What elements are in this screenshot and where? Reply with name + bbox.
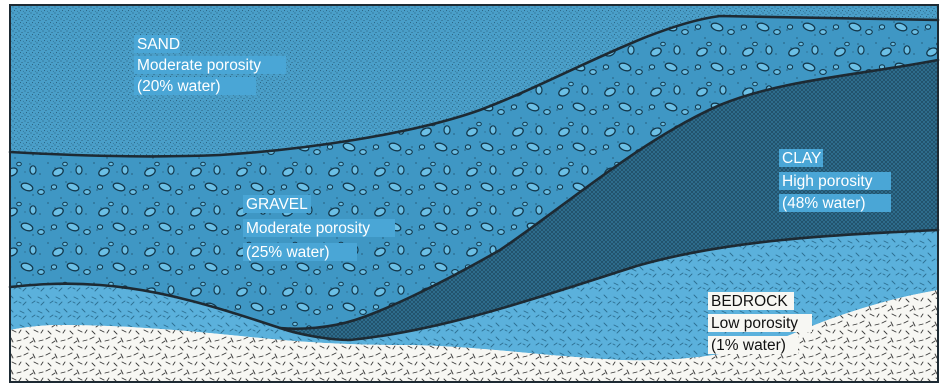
clay-name: CLAY: [782, 150, 821, 167]
gravel-porosity: Moderate porosity: [246, 220, 370, 237]
sand-porosity: Moderate porosity: [137, 57, 261, 74]
bedrock-water: (1% water): [711, 337, 786, 354]
gravel-water: (25% water): [246, 244, 330, 261]
clay-porosity: High porosity: [782, 173, 873, 190]
clay-water: (48% water): [782, 195, 866, 212]
bedrock-porosity: Low porosity: [711, 315, 798, 332]
sand-water: (20% water): [137, 78, 221, 95]
gravel-name: GRAVEL: [246, 196, 308, 213]
sand-name: SAND: [137, 36, 180, 53]
bedrock-name: BEDROCK: [711, 293, 788, 310]
